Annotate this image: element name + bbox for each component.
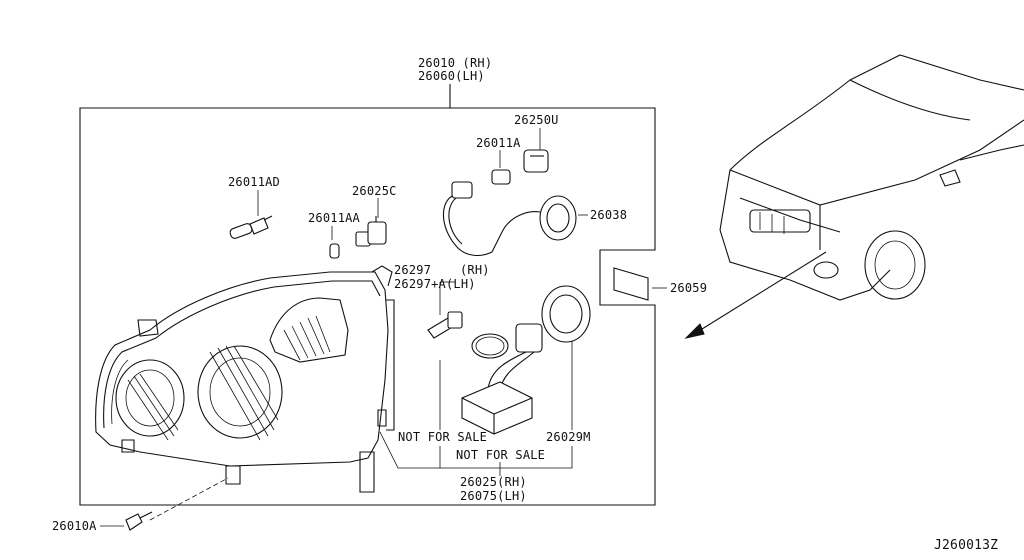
bulb-26011aa	[329, 243, 340, 259]
bulb-26011ad	[229, 215, 273, 239]
cap-26038	[539, 195, 577, 241]
o-ring	[471, 333, 509, 359]
ballast-unit	[461, 323, 543, 435]
label-not-for-sale-1: NOT FOR SALE	[398, 430, 487, 444]
label-26059: 26059	[670, 281, 707, 295]
label-26010-rh: 26010 (RH)	[418, 56, 492, 70]
bulb-26297	[427, 311, 463, 339]
cap-26029m	[541, 285, 591, 343]
vehicle-front	[719, 54, 1024, 301]
label-26025c: 26025C	[352, 184, 397, 198]
label-26011ad: 26011AD	[228, 175, 280, 189]
label-26297-rh: (RH)	[460, 263, 490, 277]
label-26010a: 26010A	[52, 519, 97, 533]
label-not-for-sale-2: NOT FOR SALE	[456, 448, 545, 462]
socket-harness	[442, 169, 541, 257]
location-arrow	[684, 251, 827, 339]
leader-lines	[100, 128, 667, 527]
label-26029m: 26029M	[546, 430, 591, 444]
label-26297: 26297	[394, 263, 431, 277]
label-26059-part	[613, 267, 649, 301]
label-26011a: 26011A	[476, 136, 521, 150]
socket-26025c	[355, 216, 387, 247]
label-26060-lh: 26060(LH)	[418, 69, 485, 83]
label-26038: 26038	[590, 208, 627, 222]
label-26011aa: 26011AA	[308, 211, 361, 225]
label-26297a-lh: 26297+A(LH)	[394, 277, 476, 291]
screw-26010a	[125, 511, 153, 531]
label-26075-lh: 26075(LH)	[460, 489, 527, 503]
label-26025-rh: 26025(RH)	[460, 475, 527, 489]
bulb-26250u	[523, 149, 549, 173]
label-26250u: 26250U	[514, 113, 559, 127]
assembly-frame	[79, 107, 656, 506]
headlamp-housing	[95, 265, 395, 493]
diagram-code: J260013Z	[934, 538, 998, 553]
